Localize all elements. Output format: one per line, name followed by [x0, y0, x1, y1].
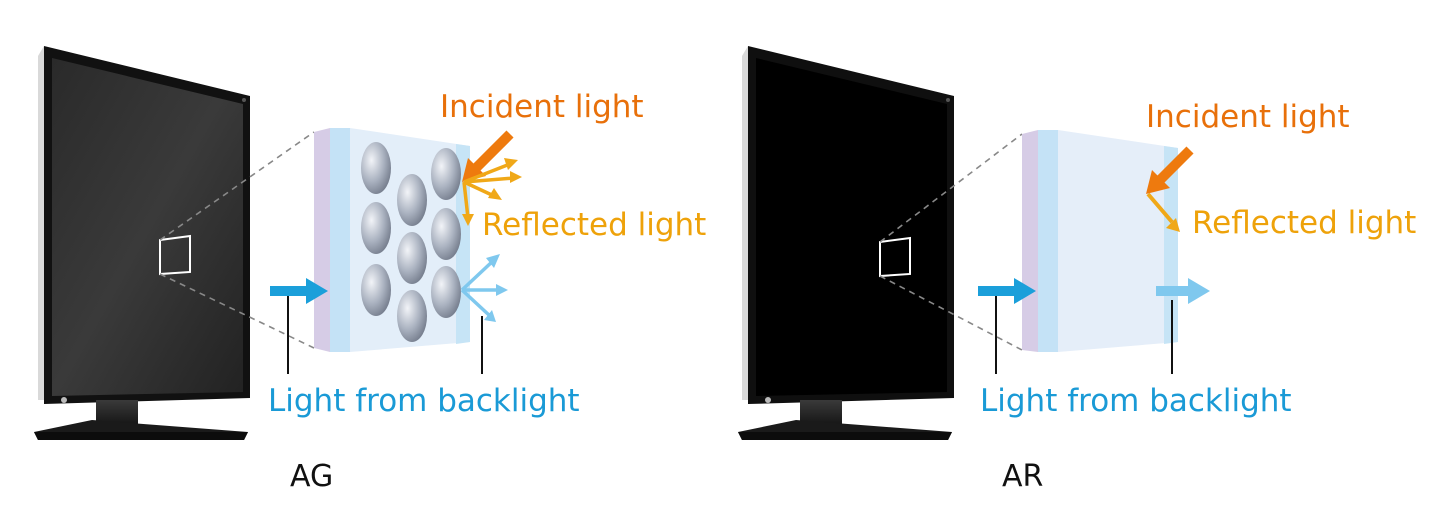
- ar-incident-label: Incident light: [1146, 99, 1350, 135]
- ag-reflected-arrows-icon: [462, 158, 522, 226]
- ar-pointer-lines: [995, 296, 1173, 374]
- ag-backlight-arrow-in-icon: [270, 278, 328, 304]
- ag-micro-lens-icon: [361, 142, 461, 342]
- ar-reflected-arrow-icon: [1146, 192, 1180, 232]
- ag-reflected-label: Reflected light: [482, 207, 707, 243]
- ar-monitor-icon: [738, 46, 954, 440]
- ag-magnify-square: [159, 234, 191, 276]
- ag-caption: AG: [290, 459, 334, 494]
- ar-backlight-arrow-out-icon: [1156, 278, 1210, 304]
- ag-backlight-arrows-out-icon: [460, 254, 508, 322]
- ag-zoom-lines: [159, 131, 315, 349]
- ag-pointer-lines: [287, 296, 483, 374]
- ar-zoom-lines: [879, 133, 1023, 351]
- ag-incident-label: Incident light: [440, 89, 644, 125]
- ag-backlight-label: Light from backlight: [268, 383, 580, 419]
- ar-backlight-arrow-in-icon: [978, 278, 1036, 304]
- ar-reflected-label: Reflected light: [1192, 205, 1417, 241]
- ar-glass-layer-icon: [1022, 130, 1178, 352]
- ar-backlight-label: Light from backlight: [980, 383, 1292, 419]
- ar-magnify-square: [879, 236, 911, 278]
- ar-incident-arrow-icon: [1146, 146, 1194, 194]
- ar-caption: AR: [1002, 459, 1044, 494]
- ag-monitor-icon: [34, 46, 250, 440]
